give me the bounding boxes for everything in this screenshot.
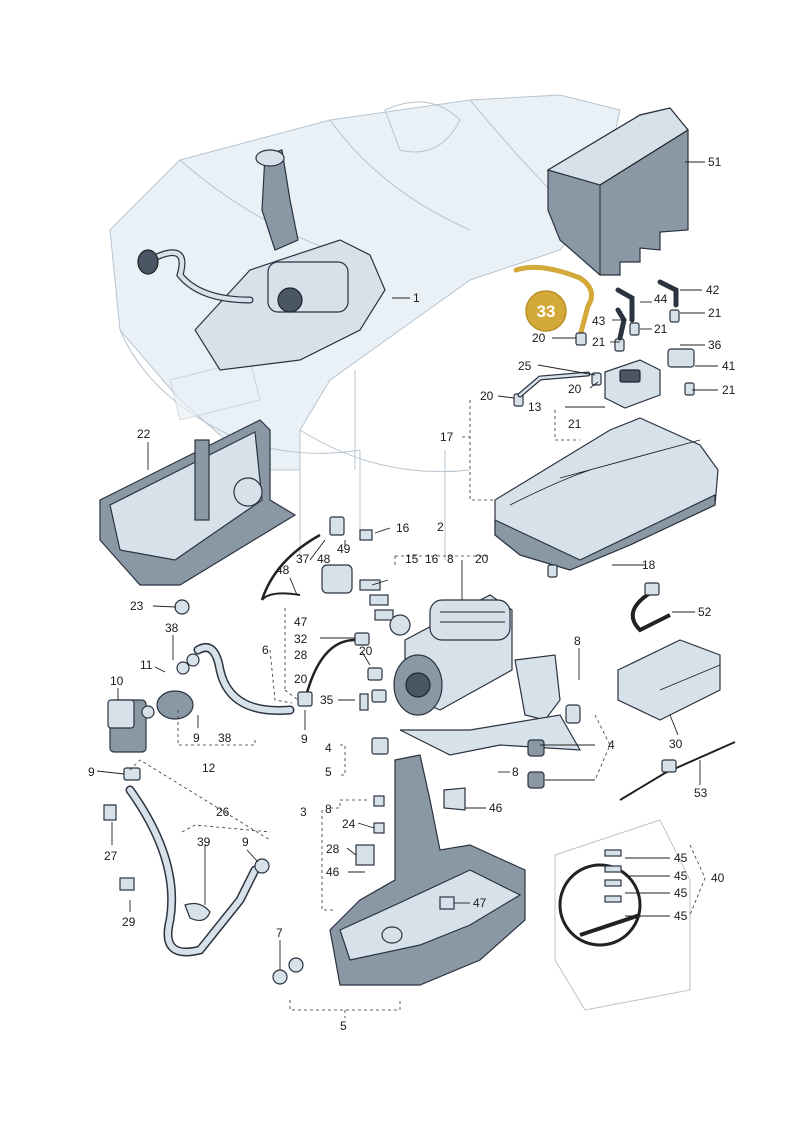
callout: 51 [708,155,722,169]
callout: 38 [165,621,179,635]
callout: 20 [359,644,373,658]
callout: 44 [654,292,668,306]
hoses-left [103,643,295,957]
part-1-valve-block [137,149,386,371]
callout: 1 [413,291,420,305]
callout: 16 [425,552,439,566]
callout: 36 [708,338,722,352]
callout: 52 [698,605,712,619]
callout: 21 [592,335,606,349]
right-side-parts [554,582,736,1011]
callout: 13 [528,400,542,414]
callout: 4 [608,738,615,752]
callout: 45 [674,869,688,883]
callout: 41 [722,359,736,373]
callout: 23 [130,599,144,613]
callout: 8 [512,765,519,779]
callout: 20 [475,552,489,566]
callout: 8 [447,552,454,566]
callout: 9 [88,765,95,779]
callout: 20 [480,389,494,403]
callout: 45 [674,909,688,923]
callout: 21 [722,383,736,397]
callout: 20 [568,382,582,396]
callout: 38 [218,731,232,745]
callout: 22 [137,427,151,441]
callout: 37 [296,552,310,566]
callout: 9 [301,732,308,746]
callout: 28 [326,842,340,856]
callout: 12 [202,761,216,775]
callout: 45 [674,851,688,865]
callout: 32 [294,632,308,646]
part-17-pressure-reservoir [494,417,719,578]
part-3-bracket [272,704,582,986]
callout: 42 [706,283,720,297]
callout: 2 [437,520,444,534]
callout: 9 [193,731,200,745]
callout: 5 [340,1019,347,1033]
highlight-badge-33[interactable]: 33 [525,290,567,332]
callout: 20 [294,672,308,686]
callout: 4 [325,741,332,755]
callout: 20 [532,331,546,345]
callout: 48 [276,563,290,577]
callout: 15 [405,552,419,566]
callout: 48 [317,552,331,566]
part-33-air-line-highlighted [513,264,595,339]
part-51-cover [546,107,689,276]
wiring-and-connectors [260,516,411,711]
callout: 21 [708,306,722,320]
callout: 21 [568,417,582,431]
callout: 53 [694,786,708,800]
callout: 8 [574,634,581,648]
callout: 39 [197,835,211,849]
callout: 7 [276,926,283,940]
callout: 5 [325,765,332,779]
callout: 46 [326,865,340,879]
callout: 21 [654,322,668,336]
leader-lines [96,161,718,1018]
callout: 9 [242,835,249,849]
callout: 43 [592,314,606,328]
callout: 8 [325,802,332,816]
callout: 35 [320,693,334,707]
callout: 11 [140,658,153,672]
callout: 17 [440,430,454,444]
part-22-cover-plate [99,419,297,615]
callout: 29 [122,915,136,929]
callout: 24 [342,817,356,831]
callout: 27 [104,849,118,863]
callout: 47 [294,615,308,629]
part-2-compressor [393,594,561,721]
callout: 3 [300,805,307,819]
callout: 6 [262,643,269,657]
callout: 25 [518,359,532,373]
callout: 46 [489,801,503,815]
callout: 10 [110,674,124,688]
callout: 49 [337,542,351,556]
callout: 16 [396,521,410,535]
callout: 45 [674,886,688,900]
callout-labels: 51 1 42 44 21 43 21 20 21 36 25 20 41 21… [88,155,736,1033]
callout: 40 [711,871,725,885]
callout: 47 [473,896,487,910]
callout: 28 [294,648,308,662]
callout: 26 [216,805,230,819]
callout: 30 [669,737,683,751]
highlight-label: 33 [537,302,556,321]
callout: 18 [642,558,656,572]
